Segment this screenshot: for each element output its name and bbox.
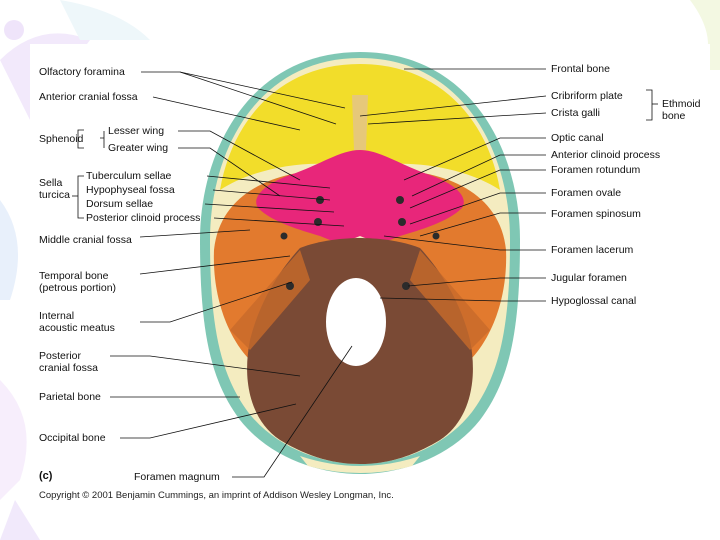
label-anterior-cranial-fossa: Anterior cranial fossa	[39, 91, 138, 103]
label-sphenoid: Sphenoid	[39, 133, 84, 145]
petrous-ridge-left	[230, 250, 310, 350]
label-olfactory-foramina: Olfactory foramina	[39, 66, 125, 78]
label-dorsum-sellae: Dorsum sellae	[86, 198, 154, 210]
label-frontal-bone: Frontal bone	[551, 63, 610, 75]
label-temporal-bone: Temporal bone (petrous portion)	[39, 270, 117, 294]
label-optic-canal: Optic canal	[551, 132, 604, 144]
label-anterior-clinoid-process: Anterior clinoid process	[551, 149, 661, 161]
figure-letter: (c)	[39, 470, 53, 482]
label-hypophyseal-fossa: Hypophyseal fossa	[86, 184, 175, 196]
label-crista-galli: Crista galli	[551, 107, 601, 119]
foramen-magnum-hole	[326, 278, 386, 366]
label-lesser-wing: Lesser wing	[108, 125, 165, 137]
label-middle-cranial-fossa: Middle cranial fossa	[39, 234, 132, 246]
label-occipital-bone: Occipital bone	[39, 432, 106, 444]
sphenoid-bone	[256, 150, 464, 244]
label-foramen-lacerum: Foramen lacerum	[551, 244, 634, 256]
crista-galli	[352, 95, 368, 150]
label-sella-turcica: Sella turcica	[39, 177, 70, 201]
label-foramen-ovale: Foramen ovale	[551, 187, 622, 199]
label-foramen-magnum: Foramen magnum	[134, 471, 220, 483]
label-jugular-foramen: Jugular foramen	[551, 272, 627, 284]
label-internal-acoustic-meatus: Internal acoustic meatus	[39, 310, 115, 334]
label-parietal-bone: Parietal bone	[39, 391, 101, 403]
copyright-notice: Copyright © 2001 Benjamin Cummings, an i…	[39, 490, 394, 501]
label-posterior-cranial-fossa: Posterior cranial fossa	[39, 350, 98, 374]
label-foramen-spinosum: Foramen spinosum	[551, 208, 641, 220]
label-greater-wing: Greater wing	[108, 142, 169, 154]
label-cribriform-plate: Cribriform plate	[551, 90, 623, 102]
label-ethmoid-bone: Ethmoid bone	[662, 98, 701, 122]
label-hypoglossal-canal: Hypoglossal canal	[551, 295, 637, 307]
label-posterior-clinoid-process: Posterior clinoid process	[86, 212, 201, 224]
label-foramen-rotundum: Foramen rotundum	[551, 164, 641, 176]
label-tuberculum-sellae: Tuberculum sellae	[86, 170, 172, 182]
